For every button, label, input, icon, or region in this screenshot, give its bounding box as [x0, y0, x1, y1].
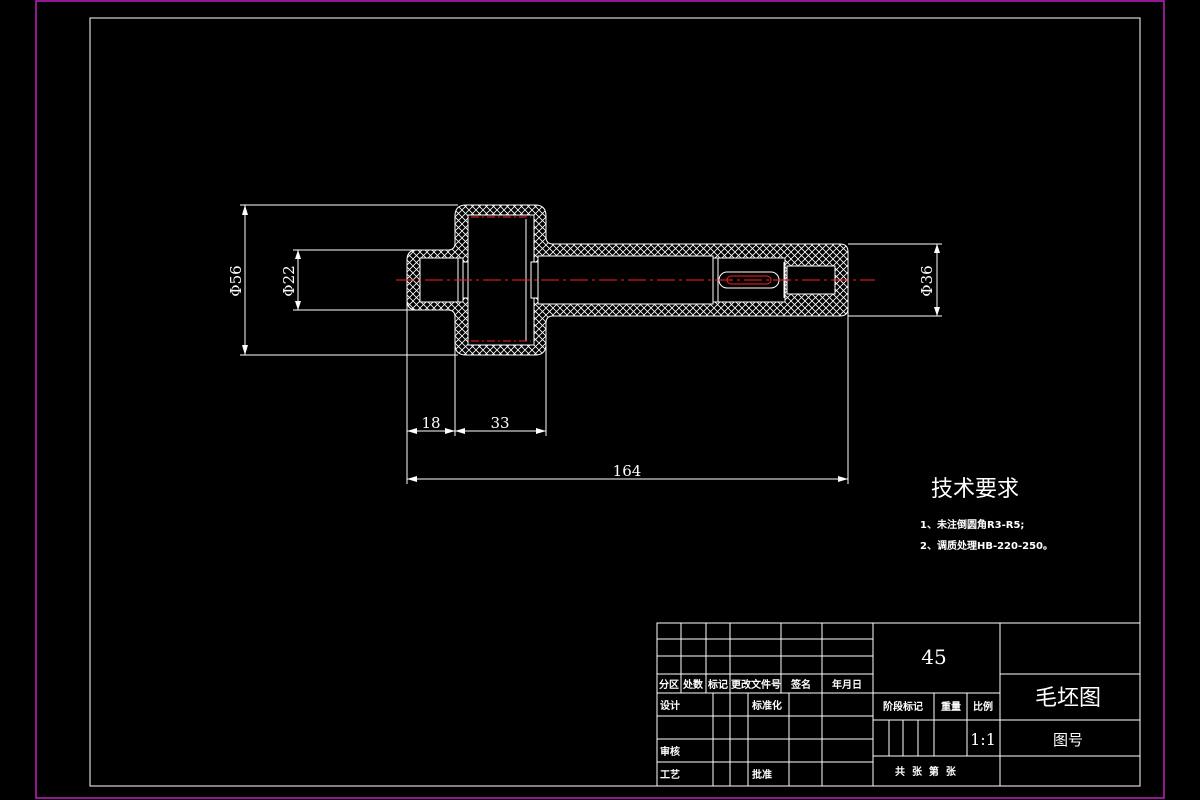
row-gongyi: 工艺: [660, 768, 680, 781]
row-biaozhunhua: 标准化: [751, 699, 782, 712]
drawing-name: 毛坯图: [1035, 686, 1101, 711]
tech-req-title: 技术要求: [931, 477, 1019, 502]
dim-dia22-label: Φ22: [280, 265, 298, 296]
row-sheji: 设计: [660, 699, 680, 712]
tech-req-item1: 1、未注倒圆角R3-R5;: [920, 518, 1024, 531]
drawing-no-label: 图号: [1053, 731, 1083, 749]
hdr-chushu: 处数: [682, 678, 704, 691]
title-block: 45 毛坯图 图号 1:1 分区 处数 标记 更改文件号 签名 年月日 设计 标…: [656, 622, 1141, 787]
hdr-nianyueri: 年月日: [832, 678, 862, 691]
dim-dia56: Φ56: [227, 204, 458, 356]
row-shenhe: 审核: [660, 745, 680, 758]
dim-len164: 164: [407, 462, 848, 482]
inner-frame: [89, 17, 1141, 787]
tech-req-item2: 2、调质处理HB-220-250。: [920, 539, 1053, 552]
material-value: 45: [921, 645, 946, 669]
scale-value: 1:1: [970, 730, 996, 749]
hdr-gengai: 更改文件号: [731, 678, 781, 691]
row-pizhun: 批准: [752, 768, 772, 781]
dim-len18-33: 18 33: [407, 414, 546, 434]
dim-dia22: Φ22: [280, 249, 417, 311]
dim-dia36: Φ36: [848, 243, 942, 317]
outer-border: [35, 0, 1165, 799]
hdr-biaoji: 标记: [707, 678, 728, 691]
hdr-jieduan: 阶段标记: [883, 700, 923, 713]
dim-len164-label: 164: [613, 462, 642, 480]
sheet-count: 共 张 第 张: [895, 765, 957, 778]
dim-dia36-label: Φ36: [918, 265, 936, 296]
hdr-zhongliang: 重量: [941, 700, 961, 713]
dim-len18-label: 18: [421, 414, 440, 432]
dim-len33-label: 33: [490, 414, 509, 432]
hdr-fenqu: 分区: [659, 678, 679, 691]
dim-dia56-label: Φ56: [227, 265, 245, 296]
hdr-bili: 比例: [973, 700, 993, 713]
hdr-qianming: 签名: [790, 678, 811, 691]
